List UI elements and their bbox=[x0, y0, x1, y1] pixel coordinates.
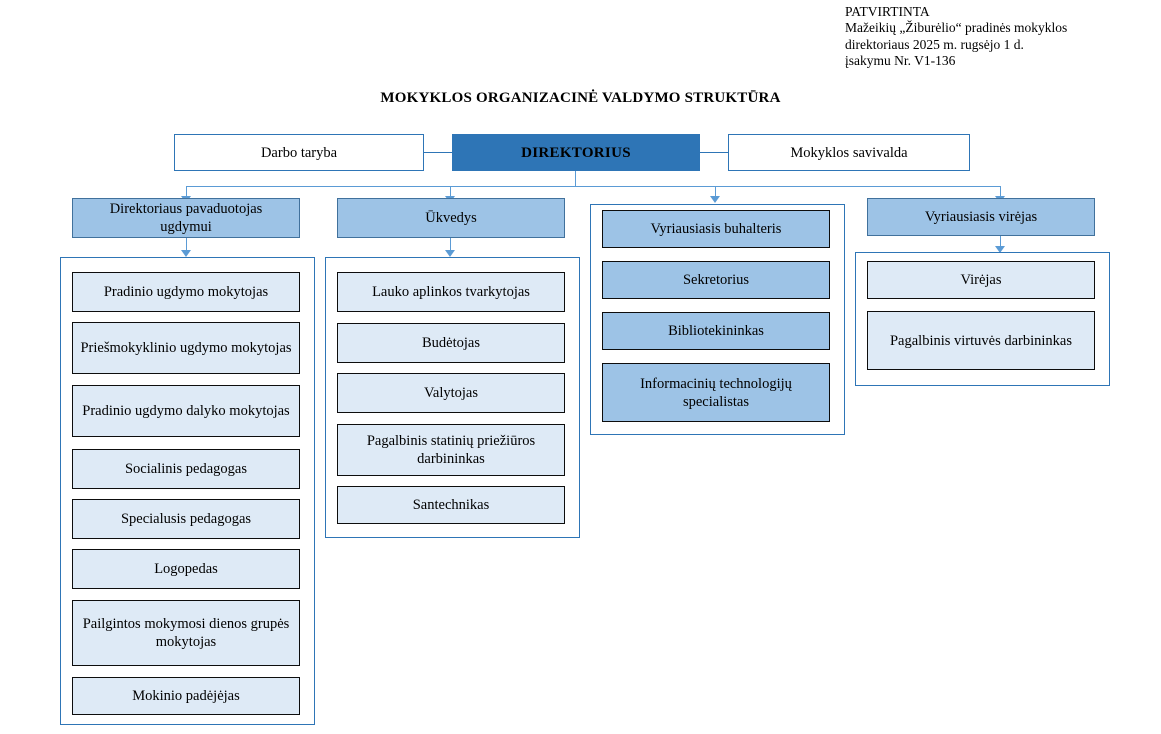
box-pagalbinis-statiniu-prieziuros-darbininkas[interactable]: Pagalbinis statinių priežiūros darbinink… bbox=[337, 424, 565, 476]
box-pagalbinis-virtuves-darbininkas[interactable]: Pagalbinis virtuvės darbininkas bbox=[867, 311, 1095, 370]
arrow-administration bbox=[710, 196, 720, 203]
box-specialusis-pedagogas[interactable]: Specialusis pedagogas bbox=[72, 499, 300, 539]
box-socialinis-pedagogas[interactable]: Socialinis pedagogas bbox=[72, 449, 300, 489]
box-lauko-aplinkos-tvarkytojas[interactable]: Lauko aplinkos tvarkytojas bbox=[337, 272, 565, 312]
box-vyriausiasis-buhalteris[interactable]: Vyriausiasis buhalteris bbox=[602, 210, 830, 248]
box-direktorius[interactable]: DIREKTORIUS bbox=[452, 134, 700, 171]
box-mokyklos-savivalda[interactable]: Mokyklos savivalda bbox=[728, 134, 970, 171]
connector-drop-maintenance bbox=[450, 186, 452, 198]
connector-ukvedys-to-group bbox=[450, 238, 452, 252]
box-budetojas[interactable]: Budėtojas bbox=[337, 323, 565, 363]
box-direktoriaus-pavaduotojas[interactable]: Direktoriaus pavaduotojas ugdymui bbox=[72, 198, 300, 238]
box-mokinio-padejejas[interactable]: Mokinio padėjėjas bbox=[72, 677, 300, 715]
arrow-deputy-group bbox=[181, 250, 191, 257]
connector-deputy-to-group bbox=[186, 238, 188, 252]
box-vyriausiasis-virejas[interactable]: Vyriausiasis virėjas bbox=[867, 198, 1095, 236]
connector-distribution-bar bbox=[186, 186, 1000, 188]
connector-darbo-taryba-to-direktorius bbox=[424, 152, 452, 154]
box-santechnikas[interactable]: Santechnikas bbox=[337, 486, 565, 524]
arrow-ukvedys-group bbox=[445, 250, 455, 257]
approval-line-3: direktoriaus 2025 m. rugsėjo 1 d. bbox=[845, 36, 1024, 52]
box-direktoriaus-pavaduotojas-label: Direktoriaus pavaduotojas bbox=[109, 201, 263, 217]
connector-drop-kitchen bbox=[1000, 186, 1002, 198]
connector-director-stem bbox=[575, 171, 577, 187]
box-direktoriaus-pavaduotojas-sublabel: ugdymui bbox=[160, 219, 212, 235]
box-pradinio-ugdymo-mokytojas[interactable]: Pradinio ugdymo mokytojas bbox=[72, 272, 300, 312]
approval-block: PATVIRTINTA Mažeikių „Žiburėlio“ pradinė… bbox=[845, 4, 1155, 70]
arrow-virejas-group bbox=[995, 246, 1005, 253]
connector-drop-administration bbox=[715, 186, 717, 198]
connector-virejas-to-group bbox=[1000, 236, 1002, 248]
box-pailgintos-dienos-grupes-mokytojas[interactable]: Pailgintos mokymosi dienos grupės mokyto… bbox=[72, 600, 300, 666]
chart-title: MOKYKLOS ORGANIZACINĖ VALDYMO STRUKTŪRA bbox=[380, 90, 781, 106]
box-logopedas[interactable]: Logopedas bbox=[72, 549, 300, 589]
approval-line-1: PATVIRTINTA bbox=[845, 4, 930, 19]
box-priesmokyklinio-ugdymo-mokytojas[interactable]: Priešmokyklinio ugdymo mokytojas bbox=[72, 322, 300, 374]
box-ukvedys[interactable]: Ūkvedys bbox=[337, 198, 565, 238]
box-virejas[interactable]: Virėjas bbox=[867, 261, 1095, 299]
box-sekretorius[interactable]: Sekretorius bbox=[602, 261, 830, 299]
box-bibliotekininkas[interactable]: Bibliotekininkas bbox=[602, 312, 830, 350]
connector-drop-deputy bbox=[186, 186, 188, 198]
box-darbo-taryba[interactable]: Darbo taryba bbox=[174, 134, 424, 171]
box-informaciniu-technologiju-specialistas[interactable]: Informacinių technologijų specialistas bbox=[602, 363, 830, 422]
approval-line-4: įsakymu Nr. V1-136 bbox=[845, 53, 956, 69]
box-pradinio-ugdymo-dalyko-mokytojas[interactable]: Pradinio ugdymo dalyko mokytojas bbox=[72, 385, 300, 437]
approval-line-2: Mažeikių „Žiburėlio“ pradinės mokyklos bbox=[845, 20, 1068, 36]
connector-direktorius-to-savivalda bbox=[700, 152, 728, 154]
box-valytojas[interactable]: Valytojas bbox=[337, 373, 565, 413]
